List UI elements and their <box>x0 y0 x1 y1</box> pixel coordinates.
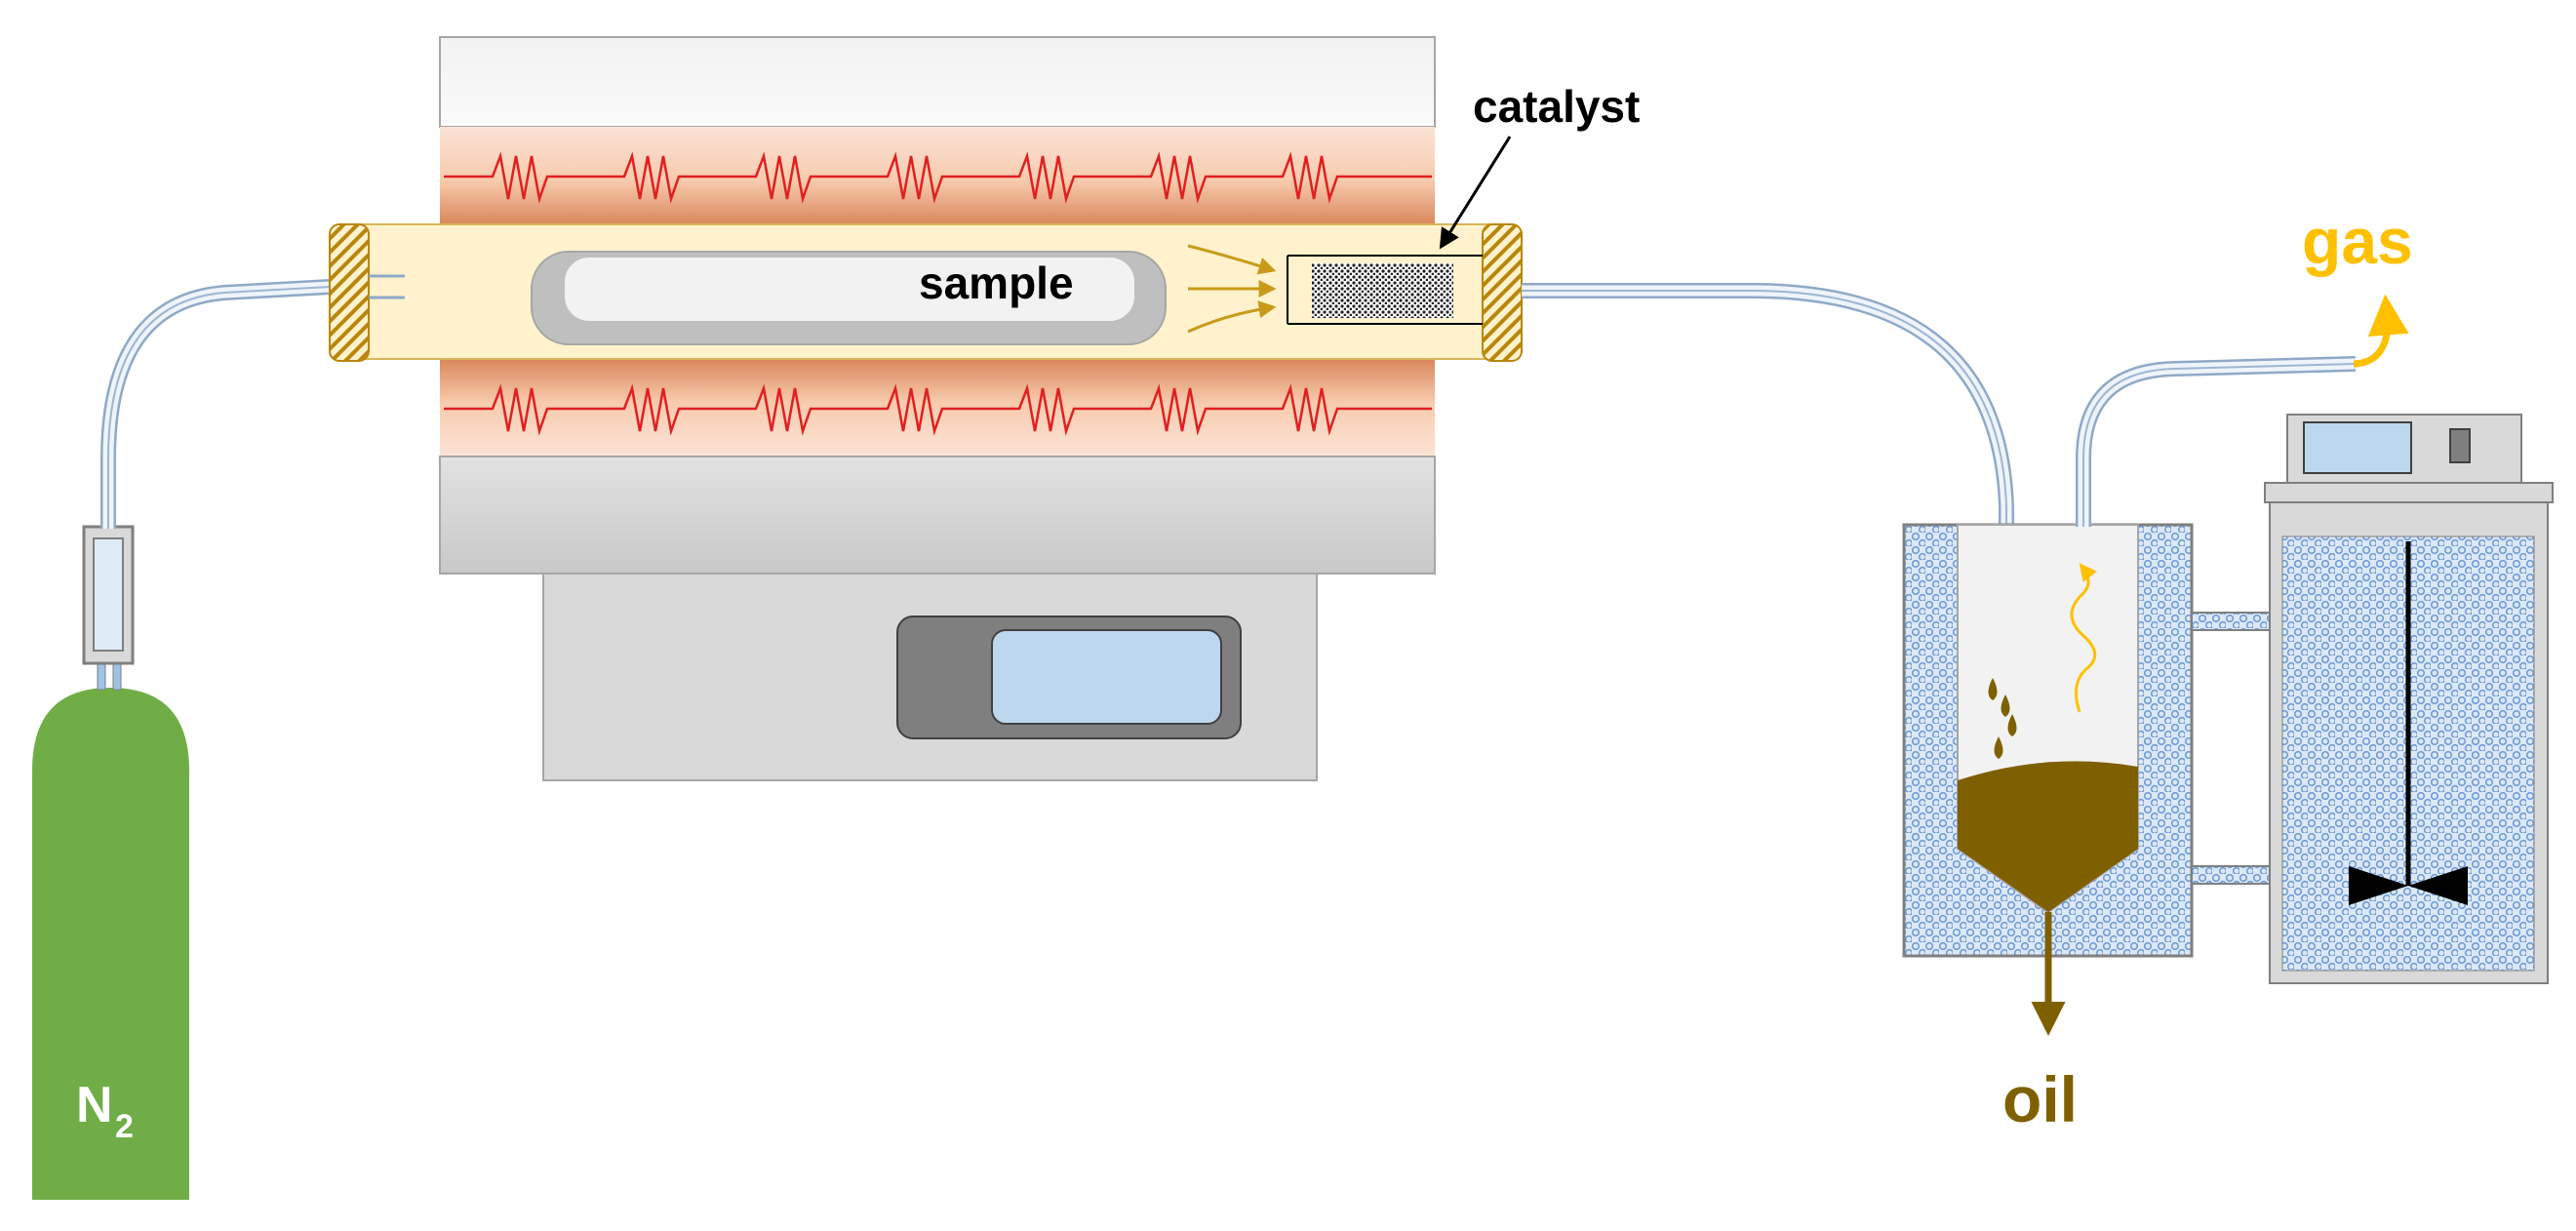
inlet-end-cap <box>329 223 370 362</box>
gas-cylinder-icon <box>32 525 189 1200</box>
sample-boat-icon <box>531 251 1167 345</box>
gas-outlet-tube <box>2076 356 2357 527</box>
stirrer-icon <box>2349 541 2468 905</box>
condenser-bath-icon <box>1902 523 2271 958</box>
heating-coil-icon <box>444 151 1432 436</box>
sample-label: sample <box>919 258 1074 308</box>
vapor-outlet-tube <box>1522 283 2014 683</box>
chiller-screen <box>2303 421 2412 474</box>
controller-screen <box>991 629 1222 725</box>
gas-wiggle-arrow <box>2070 563 2097 713</box>
catalyst-label: catalyst <box>1473 81 1640 132</box>
flow-arrows <box>1187 244 1277 334</box>
oil-label: oil <box>2002 1063 2078 1135</box>
gas-inlet-tube <box>100 277 367 529</box>
gas-label: gas <box>2302 205 2413 277</box>
oil-droplet-icon <box>1988 678 2017 759</box>
catalyst-bed-icon <box>1287 255 1483 325</box>
cylinder-label: N <box>76 1077 113 1133</box>
cylinder-label-subscript: 2 <box>115 1108 134 1145</box>
catalyst-pointer-arrow <box>1439 136 1512 250</box>
chiller-knob <box>2449 428 2471 463</box>
outlet-end-cap <box>1482 223 1523 362</box>
gas-outlet-arrow <box>2353 294 2409 368</box>
